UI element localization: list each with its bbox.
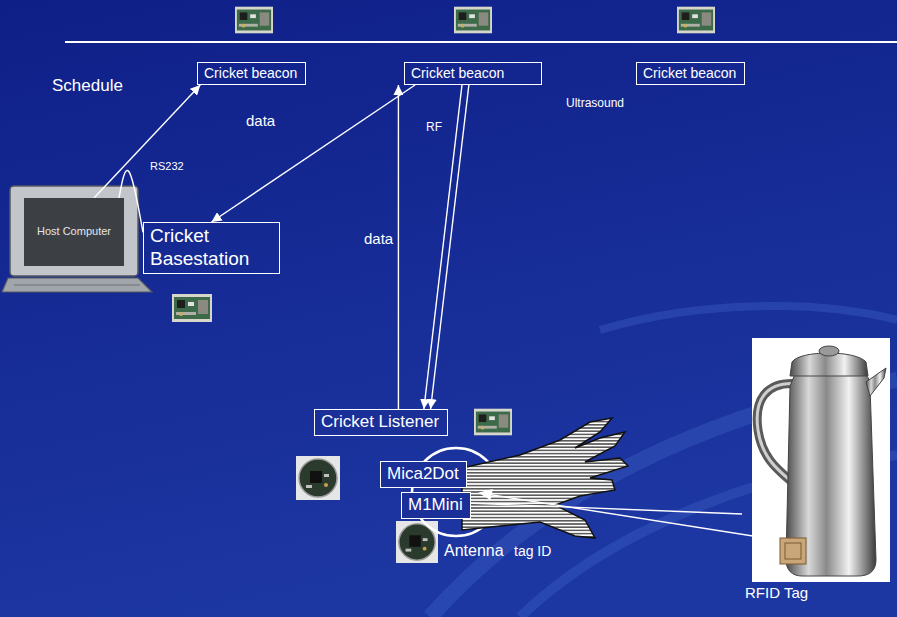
board-photo (172, 294, 212, 322)
node-text: Cricket beacon (643, 65, 738, 82)
node-text: Cricket beacon (411, 65, 535, 82)
connector-arrow (398, 85, 399, 409)
antenna-label: Antenna (444, 541, 504, 560)
beacon-box: Cricket beacon (197, 62, 306, 85)
laptop-illustration (14, 285, 140, 286)
mote-box: Mica2Dot (380, 461, 467, 488)
board-photo (172, 7, 715, 563)
edge-label: Ultrasound (566, 96, 624, 110)
beacon-box: Cricket beacon (636, 62, 745, 85)
edge-label: RF (426, 120, 442, 134)
pot-illustration (752, 338, 890, 582)
host-screen: Host Computer (24, 198, 124, 266)
connector-arrow (94, 85, 200, 198)
edge-label: data (364, 230, 393, 248)
laptop-illustration (2, 186, 152, 292)
beacon-rail (65, 41, 897, 43)
node-text: Host Computer (37, 225, 111, 238)
rfid-tag (780, 538, 806, 564)
basestation-box: Cricket Basestation (143, 222, 280, 274)
decor-swirl (600, 306, 897, 330)
edge-label: Schedule (52, 76, 123, 96)
board-photo (454, 7, 492, 34)
board-photo (677, 7, 715, 34)
connector-arrow (424, 85, 462, 409)
rfid-link (468, 490, 778, 540)
board-photo (474, 409, 512, 436)
listener-box: Cricket Listener (314, 409, 448, 436)
beacon-box: Cricket beacon (404, 62, 542, 85)
laptop-illustration (2, 278, 152, 292)
edge-label: data (246, 112, 275, 130)
node-text: Cricket Basestation (150, 225, 273, 271)
pot-illustration (752, 338, 890, 582)
part-label: RFID Tag (745, 584, 808, 602)
rfid-link (480, 490, 492, 499)
node-text: Cricket Listener (321, 412, 441, 432)
connector-arrow (212, 85, 416, 222)
rfid-link (486, 494, 778, 540)
edge-label: RS232 (150, 160, 184, 173)
laptop-illustration (10, 186, 138, 276)
pot-illustration (866, 368, 886, 396)
node-text: Cricket beacon (204, 65, 299, 82)
hand-illustration (462, 418, 628, 538)
decor-swirl (430, 306, 897, 617)
board-photo (235, 7, 273, 34)
reader-box: M1Mini (401, 492, 471, 519)
pot-illustration (785, 543, 801, 559)
node-text: Mica2Dot (387, 464, 460, 484)
node-text: M1Mini (408, 495, 464, 515)
pot-illustration (819, 346, 839, 356)
board-photo (296, 456, 340, 500)
signal-label: tag ID (514, 543, 551, 560)
